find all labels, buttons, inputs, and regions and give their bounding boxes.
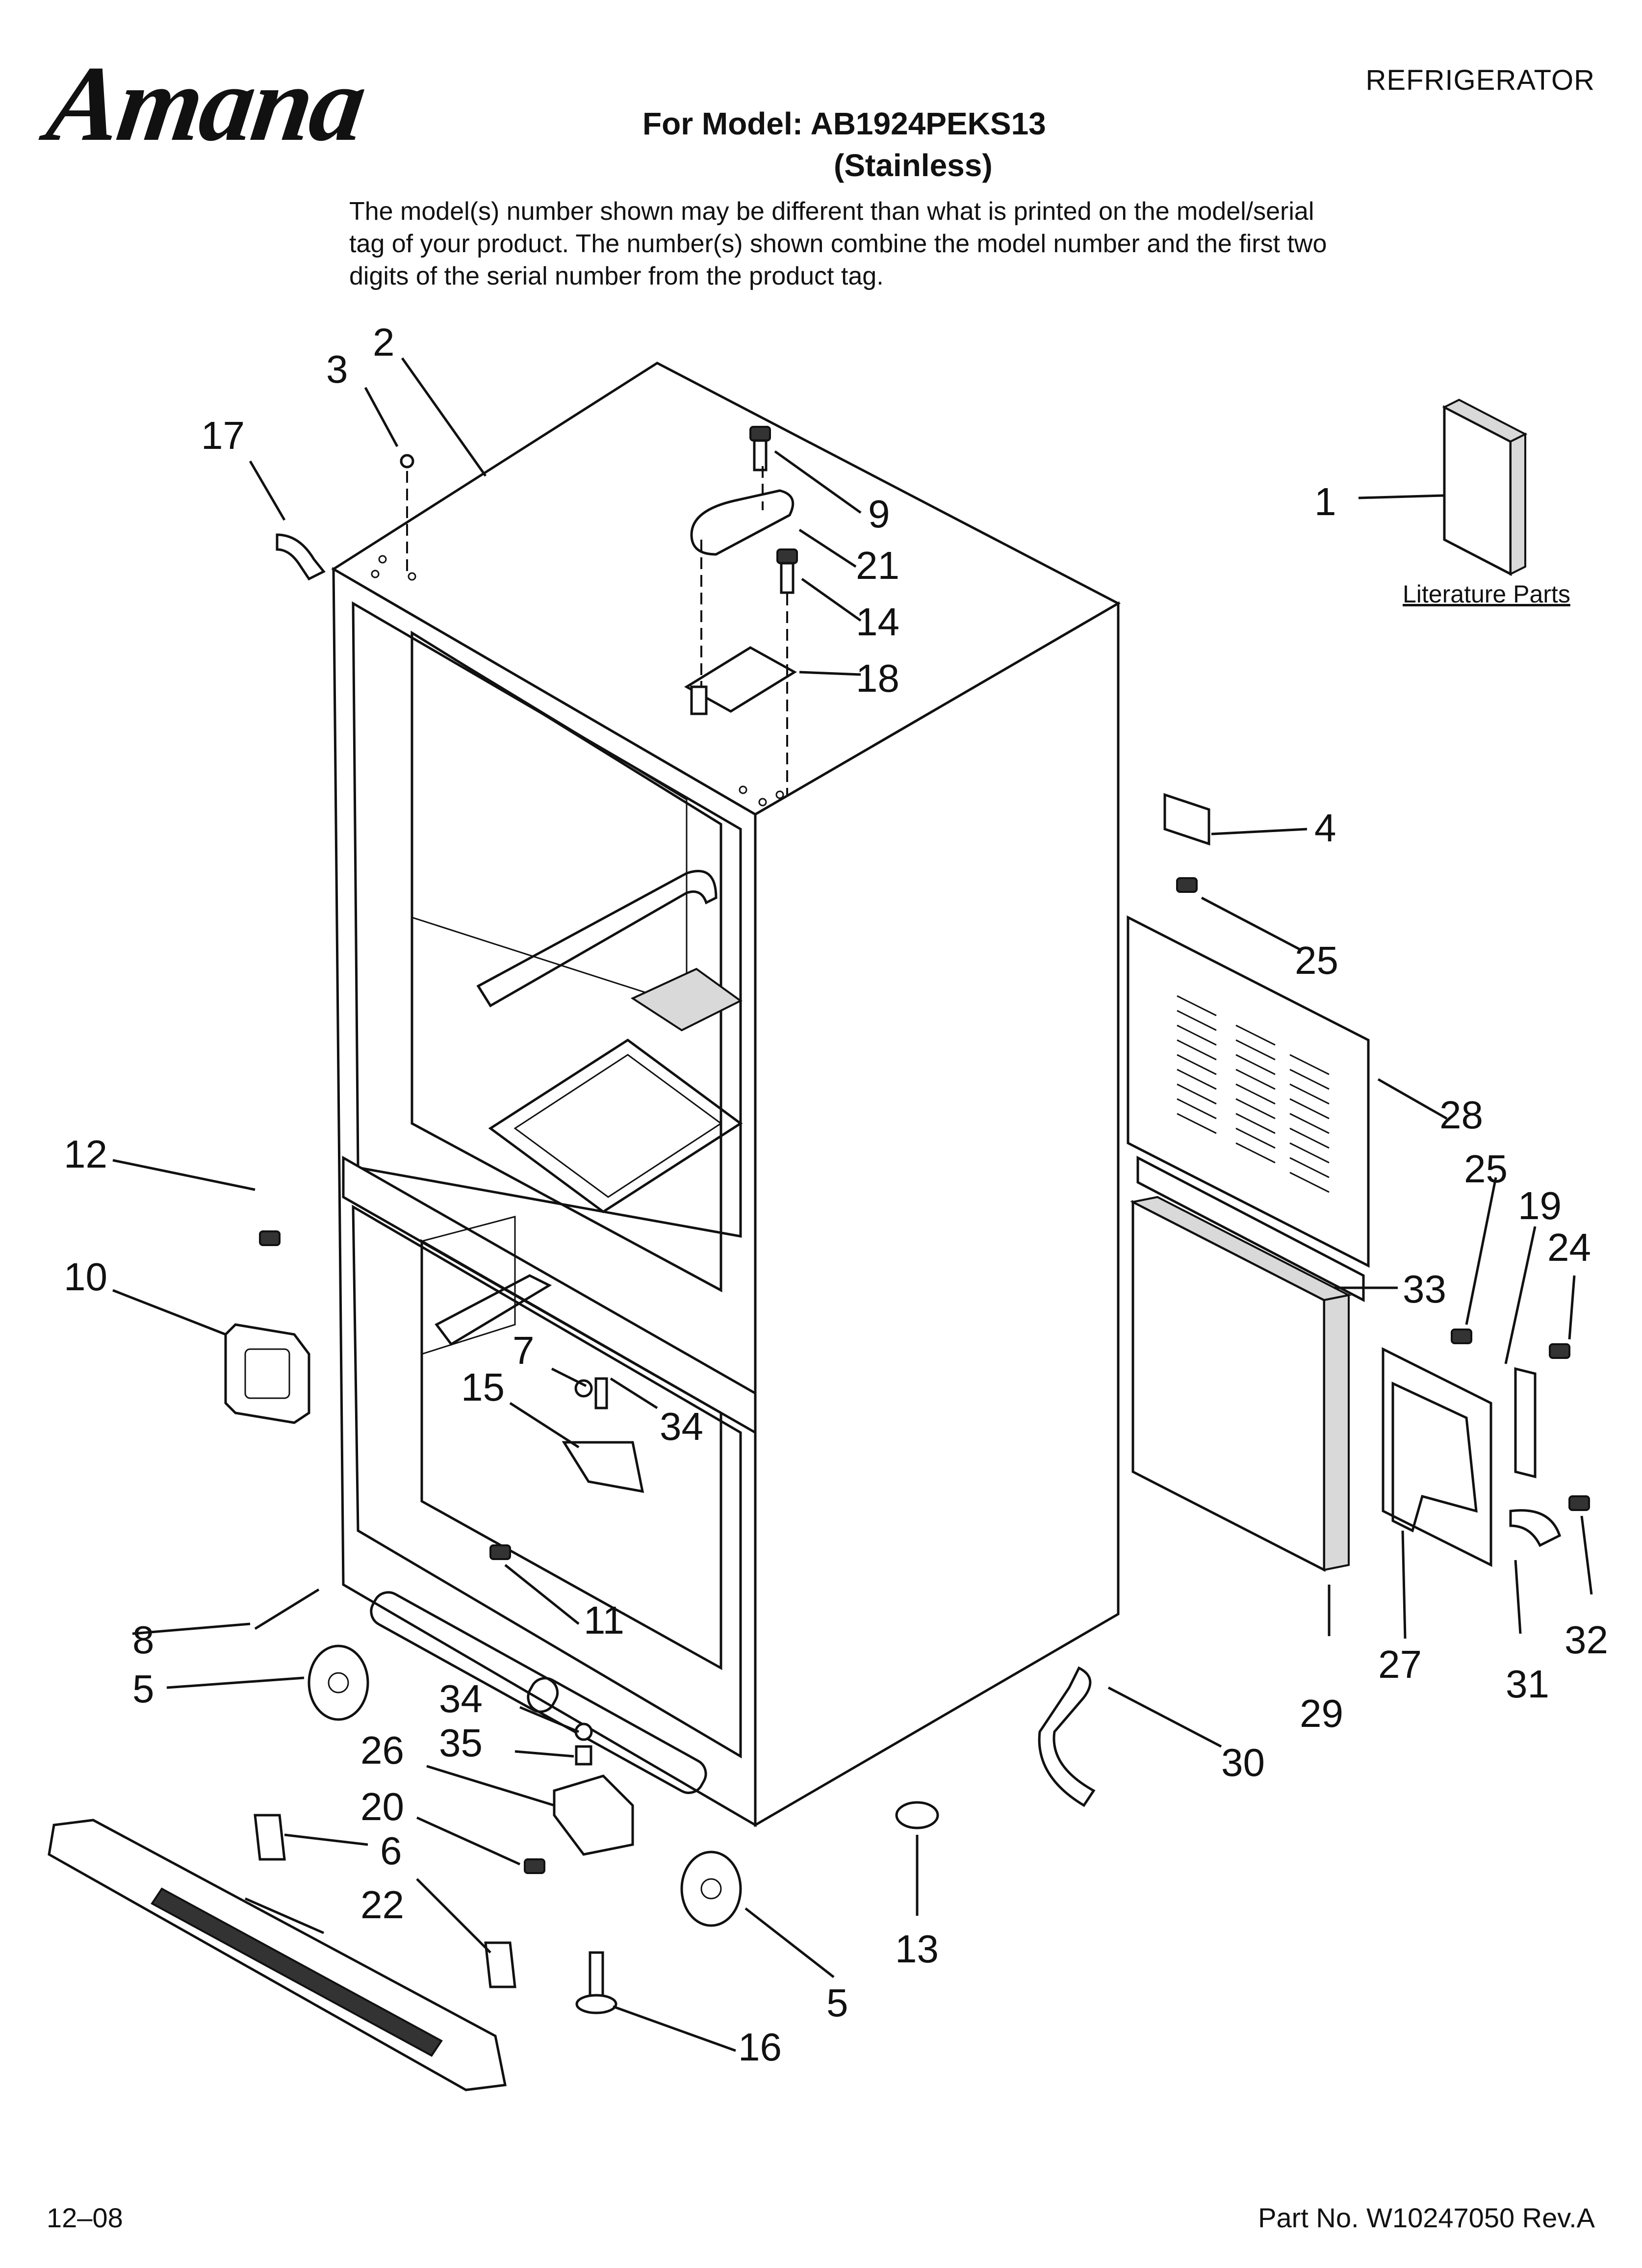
- callout-21: 21: [856, 544, 899, 587]
- callout-numbers: 1 2 3 4 5 5 6 7 8 9 10 11 12 13 14 15 16…: [64, 320, 1608, 2069]
- callout-27: 27: [1378, 1642, 1422, 1686]
- callout-25-lower: 25: [1464, 1147, 1508, 1191]
- model-disclaimer: The model(s) number shown may be differe…: [349, 197, 1327, 290]
- callout-16: 16: [738, 2025, 782, 2069]
- literature-parts-label: Literature Parts: [1403, 580, 1570, 608]
- fastener-parts: [254, 877, 1590, 1874]
- callout-34-upper: 34: [660, 1405, 703, 1448]
- caster-parts: [308, 1644, 742, 1927]
- callout-33: 33: [1403, 1267, 1446, 1311]
- callout-11: 11: [584, 1598, 624, 1642]
- callout-35: 35: [439, 1721, 483, 1765]
- callout-10: 10: [64, 1255, 107, 1299]
- control-box-part: [224, 1323, 310, 1424]
- callout-24: 24: [1547, 1225, 1591, 1269]
- callout-6: 6: [380, 1829, 402, 1873]
- callout-28: 28: [1439, 1093, 1483, 1137]
- category-label: REFRIGERATOR: [1365, 64, 1595, 96]
- callout-34-lower: 34: [439, 1677, 483, 1721]
- callout-12: 12: [64, 1132, 107, 1176]
- callout-26: 26: [360, 1728, 404, 1772]
- callout-2: 2: [373, 320, 395, 364]
- cabinet-drawing: [331, 362, 1121, 1827]
- rear-panel-parts: [1127, 793, 1537, 1572]
- part-number: Part No. W10247050 Rev.A: [1258, 2202, 1595, 2233]
- callout-31: 31: [1506, 1662, 1549, 1706]
- callout-5-right: 5: [826, 1981, 848, 2025]
- callout-5-left: 5: [132, 1667, 154, 1711]
- tube-part-17: [276, 533, 326, 581]
- callout-1: 1: [1314, 480, 1336, 523]
- callout-20: 20: [360, 1785, 404, 1828]
- toe-grille-part: [48, 1814, 516, 2091]
- callout-22: 22: [360, 1883, 404, 1927]
- revision-date: 12–08: [47, 2202, 123, 2233]
- callout-18: 18: [856, 656, 899, 700]
- callout-25-upper: 25: [1295, 938, 1338, 982]
- callout-9: 9: [868, 492, 890, 536]
- callout-15: 15: [461, 1365, 505, 1409]
- model-variant: (Stainless): [834, 148, 993, 183]
- callout-14: 14: [856, 600, 899, 644]
- callout-30: 30: [1221, 1741, 1265, 1784]
- lower-misc-parts: [575, 1666, 1096, 2014]
- model-title: For Model: AB1924PEKS13: [642, 106, 1046, 141]
- callout-19: 19: [1518, 1184, 1562, 1227]
- callout-8: 8: [132, 1618, 154, 1662]
- callout-29: 29: [1300, 1692, 1343, 1735]
- literature-book-part: [1442, 398, 1528, 576]
- callout-13: 13: [895, 1927, 939, 1971]
- callout-leader-lines: [112, 357, 1593, 2052]
- callout-3: 3: [326, 347, 348, 391]
- callout-7: 7: [513, 1329, 535, 1372]
- callout-17: 17: [201, 414, 245, 457]
- top-hinge-assembly: [400, 426, 798, 795]
- callout-4: 4: [1314, 806, 1336, 850]
- callout-32: 32: [1565, 1618, 1608, 1662]
